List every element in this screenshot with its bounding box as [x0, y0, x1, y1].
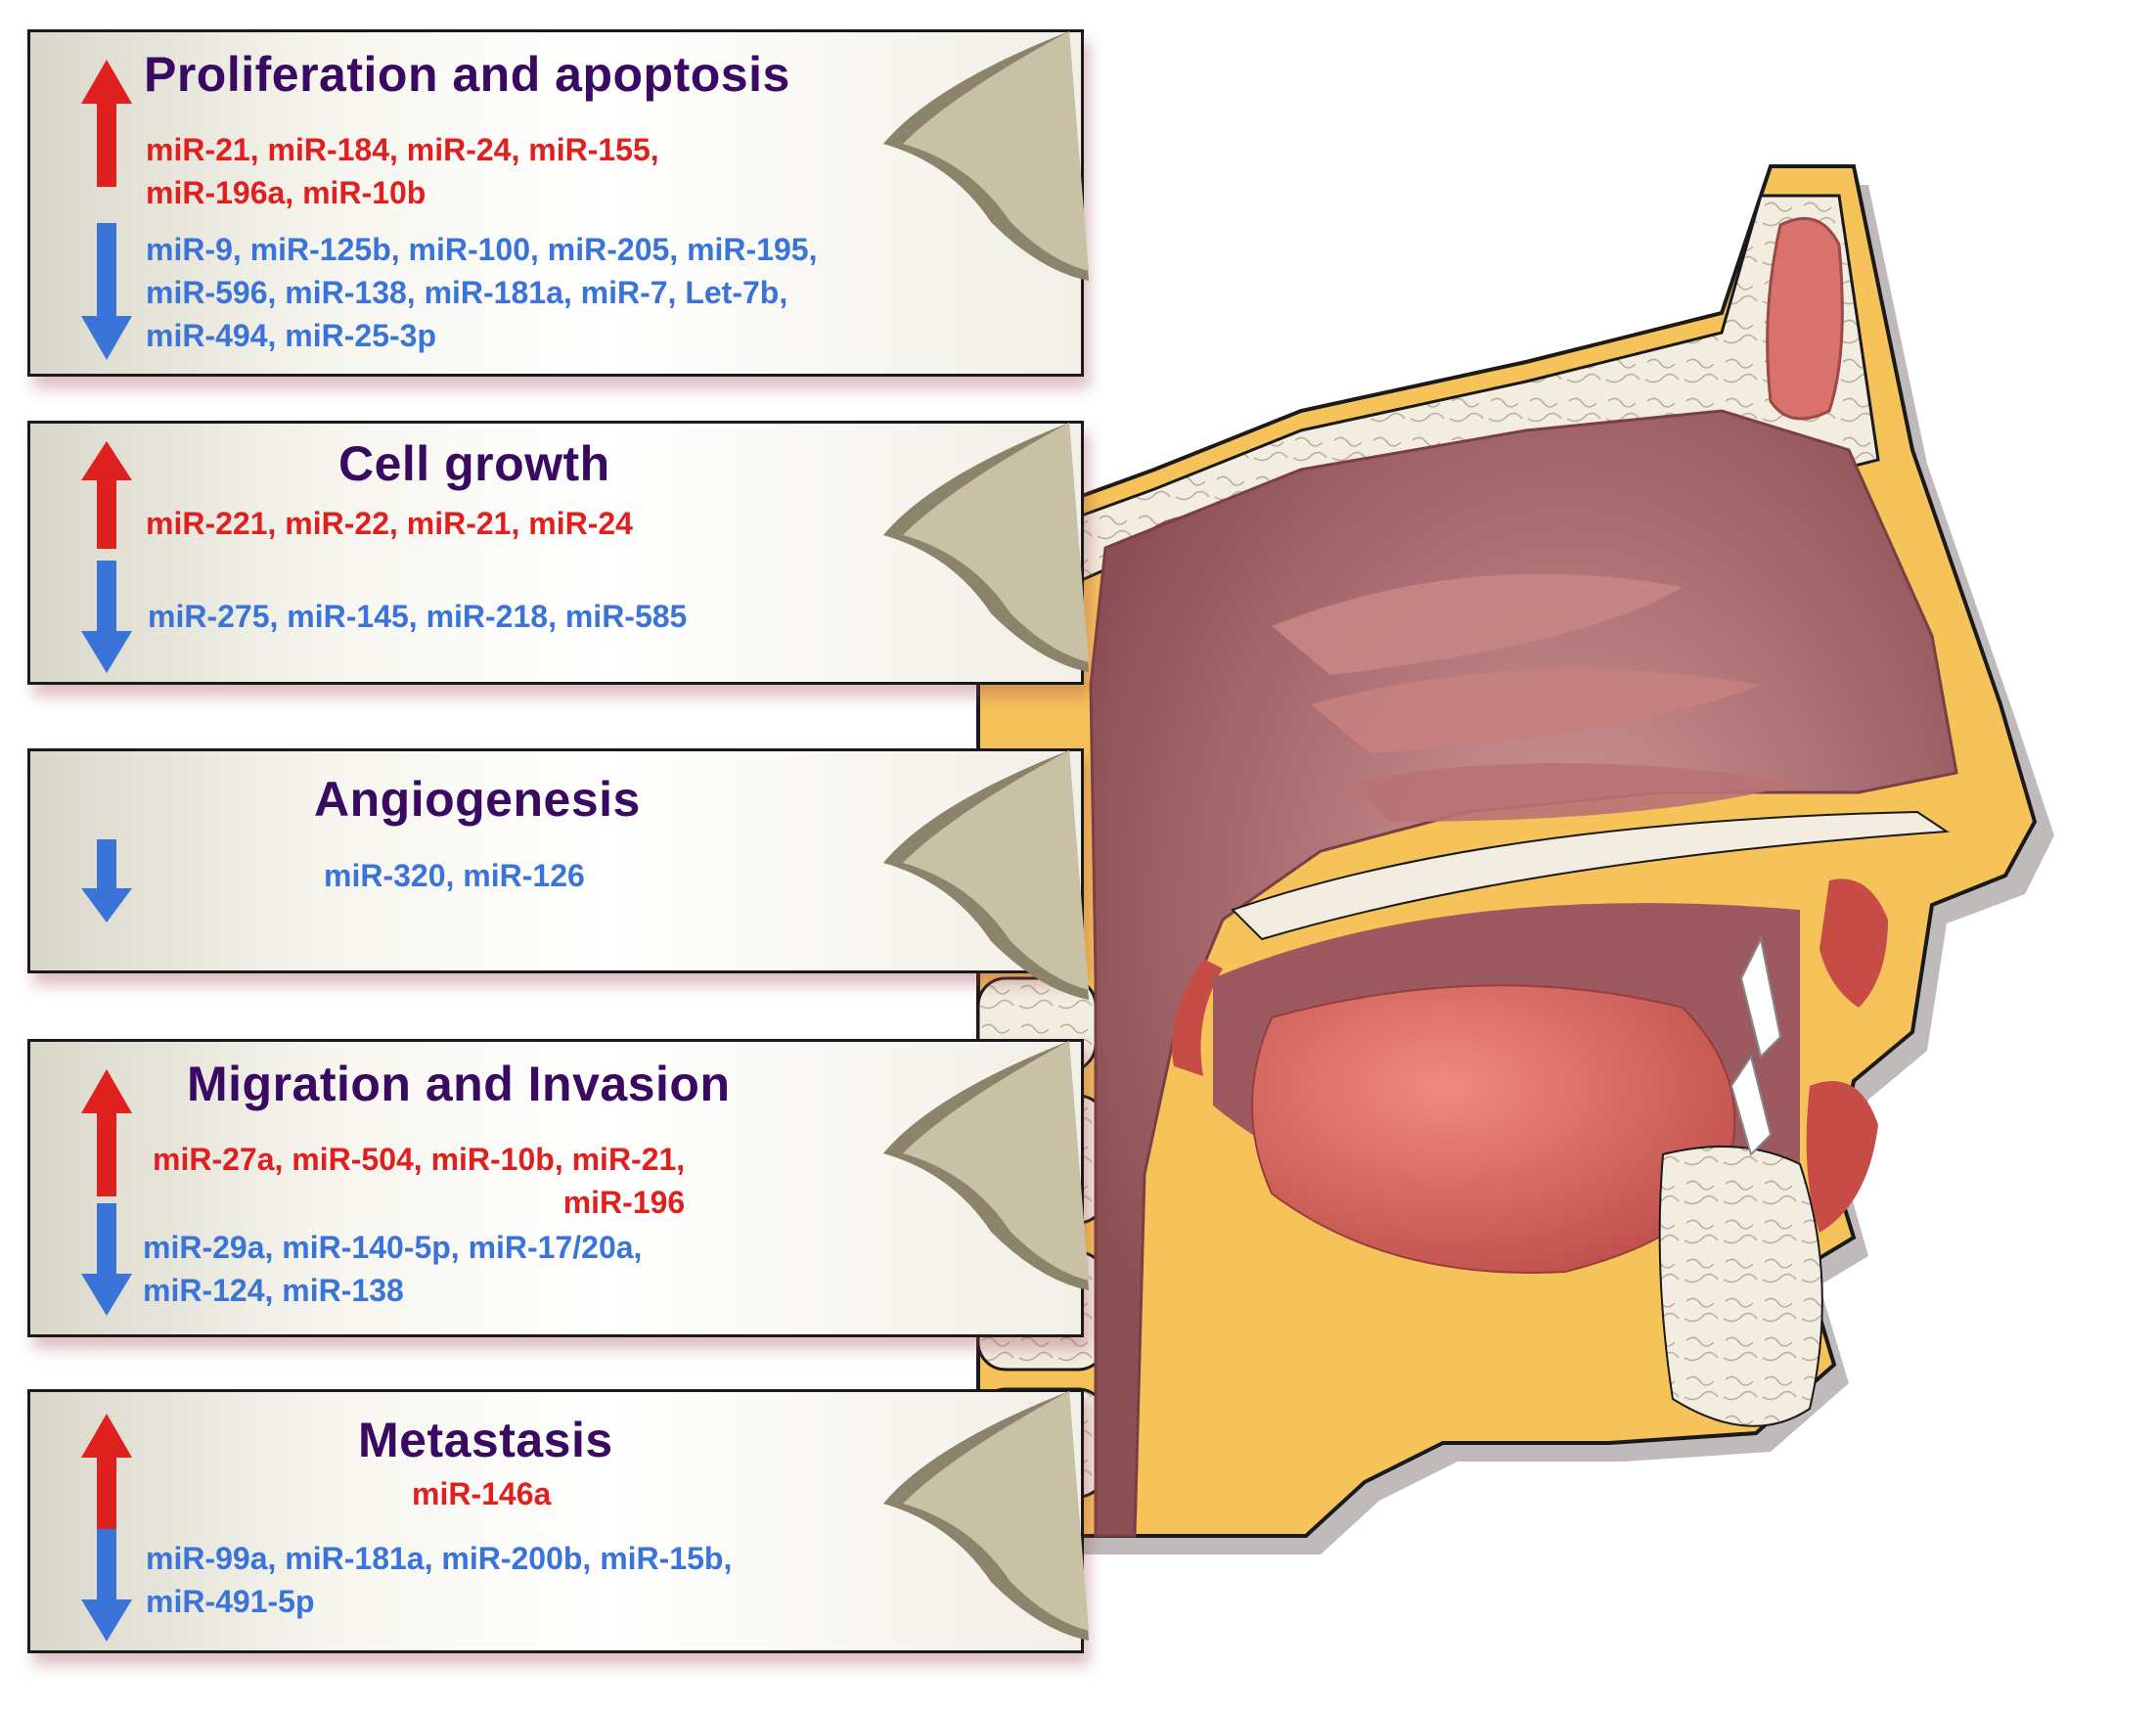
panel-angiogenesis: Angiogenesis miR-320, miR-126 [27, 748, 1089, 1000]
arrow-down-icon [81, 561, 132, 673]
mirna-line: miR-27a, miR-504, miR-10b, miR-21, [153, 1142, 686, 1177]
arrow-down-icon [81, 839, 132, 923]
mirna-line: miR-494, miR-25-3p [146, 318, 436, 353]
mirna-line: miR-196a, miR-10b [146, 175, 427, 210]
mirna-line: miR-221, miR-22, miR-21, miR-24 [146, 506, 633, 541]
mirna-line: miR-29a, miR-140-5p, miR-17/20a, [143, 1230, 643, 1265]
downregulated-mirna-list: miR-99a, miR-181a, miR-200b, miR-15b, mi… [146, 1537, 732, 1623]
arrow-down-icon [81, 223, 132, 360]
downregulated-mirna-list: miR-320, miR-126 [324, 854, 585, 897]
mirna-line: miR-9, miR-125b, miR-100, miR-205, miR-1… [146, 232, 818, 267]
mirna-line: miR-124, miR-138 [143, 1273, 404, 1308]
downregulated-mirna-list: miR-9, miR-125b, miR-100, miR-205, miR-1… [146, 228, 817, 357]
mirna-line: miR-275, miR-145, miR-218, miR-585 [148, 599, 688, 634]
page-curl-icon [883, 1391, 1089, 1641]
page-curl-icon [883, 1041, 1089, 1290]
arrow-down-icon [81, 1529, 132, 1642]
panel-title: Metastasis [358, 1413, 613, 1467]
arrow-down-icon [81, 1203, 132, 1316]
panel-title: Proliferation and apoptosis [144, 47, 790, 102]
mirna-line: miR-491-5p [146, 1584, 315, 1619]
page-curl-icon [883, 31, 1089, 281]
upregulated-mirna-list: miR-146a [412, 1472, 551, 1515]
panel-title: Migration and Invasion [187, 1057, 731, 1111]
mirna-line: miR-99a, miR-181a, miR-200b, miR-15b, [146, 1541, 733, 1576]
panel-title: Cell growth [338, 436, 610, 491]
arrow-up-icon [81, 441, 132, 549]
panel-title: Angiogenesis [314, 772, 641, 827]
panel-proliferation-apoptosis: Proliferation and apoptosis miR-21, miR-… [27, 29, 1089, 377]
mirna-line: miR-146a [412, 1476, 552, 1511]
panel-migration-invasion: Migration and Invasion miR-27a, miR-504,… [27, 1039, 1089, 1337]
mirna-line: miR-596, miR-138, miR-181a, miR-7, Let-7… [146, 275, 788, 310]
arrow-up-icon [81, 1069, 132, 1196]
upregulated-mirna-list: miR-27a, miR-504, miR-10b, miR-21, miR-1… [153, 1138, 685, 1224]
panel-metastasis: Metastasis miR-146a miR-99a, miR-181a, m… [27, 1389, 1089, 1653]
mirna-line: miR-320, miR-126 [324, 858, 585, 893]
upregulated-mirna-list: miR-221, miR-22, miR-21, miR-24 [146, 502, 633, 545]
downregulated-mirna-list: miR-275, miR-145, miR-218, miR-585 [148, 595, 687, 638]
panel-cell-growth: Cell growth miR-221, miR-22, miR-21, miR… [27, 421, 1089, 685]
downregulated-mirna-list: miR-29a, miR-140-5p, miR-17/20a, miR-124… [143, 1226, 642, 1312]
page-curl-icon [883, 750, 1089, 1000]
mirna-line: miR-21, miR-184, miR-24, miR-155, [146, 132, 659, 167]
mirna-line: miR-196 [562, 1185, 686, 1220]
arrow-up-icon [81, 60, 132, 187]
upregulated-mirna-list: miR-21, miR-184, miR-24, miR-155, miR-19… [146, 128, 659, 214]
arrow-up-icon [81, 1414, 132, 1536]
page-curl-icon [883, 423, 1089, 672]
